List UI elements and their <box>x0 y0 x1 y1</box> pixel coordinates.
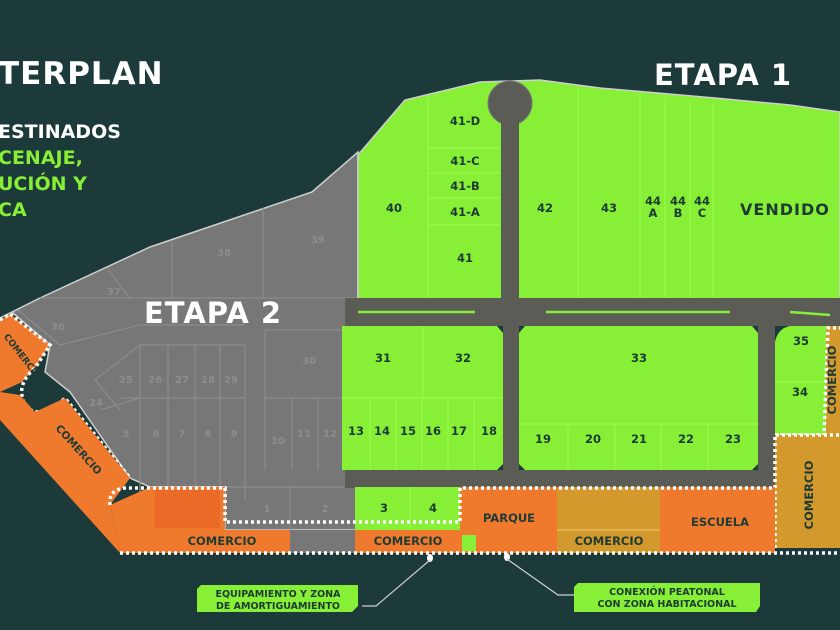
lot-4[interactable]: 4 <box>429 501 437 515</box>
lot-38[interactable]: 38 <box>217 248 231 259</box>
escuela-label: ESCUELA <box>691 515 749 529</box>
callout-conexion-line-1: CONEXIÓN PEATONAL <box>609 586 725 598</box>
lot-29[interactable]: 29 <box>224 375 238 386</box>
lot-24[interactable]: 24 <box>89 398 103 409</box>
callout-conexion-line-2: CON ZONA HABITACIONAL <box>598 599 737 610</box>
lot-1[interactable]: 1 <box>264 504 271 515</box>
lot-19[interactable]: 19 <box>535 432 551 446</box>
etapa1-north-lot-labels: 40 41-D 41-C 41-B 41-A 41 42 43 44 A 44 … <box>386 114 830 265</box>
lot-33[interactable]: 33 <box>631 351 647 365</box>
pedestrian-connection-marker <box>462 535 476 551</box>
lot-41-b[interactable]: 41-B <box>450 179 480 193</box>
callout-equipamiento: EQUIPAMIENTO Y ZONA DE AMORTIGUAMIENTO <box>197 554 433 612</box>
etapa1-north-block <box>357 79 840 301</box>
lot-44a-number[interactable]: 44 <box>645 194 661 208</box>
lot-18[interactable]: 18 <box>481 424 497 438</box>
lot-25[interactable]: 25 <box>119 375 133 386</box>
lot-42[interactable]: 42 <box>537 201 553 215</box>
callout-conexion: CONEXIÓN PEATONAL CON ZONA HABITACIONAL <box>504 553 760 612</box>
lot-44a-letter[interactable]: A <box>649 206 658 220</box>
callout-equipamiento-line-1: EQUIPAMIENTO Y ZONA <box>215 589 341 600</box>
etapa2-strip <box>290 530 355 553</box>
page-title: TERPLAN <box>0 56 164 92</box>
lot-41-a[interactable]: 41-A <box>450 205 480 219</box>
lot-22[interactable]: 22 <box>678 432 694 446</box>
zone-boundary-dots <box>108 486 840 555</box>
lot-41-d[interactable]: 41-D <box>450 114 480 128</box>
lot-34[interactable]: 34 <box>792 385 808 399</box>
etapa1-middle-lot-labels: 31 32 33 35 34 13 14 15 16 17 18 19 20 2… <box>348 334 809 446</box>
lot-44c-letter[interactable]: C <box>698 206 706 220</box>
lot-17[interactable]: 17 <box>451 424 467 438</box>
comercio-zone-west[interactable] <box>0 392 130 553</box>
lot-6[interactable]: 6 <box>153 429 160 440</box>
subtitle-line-3: UCIÓN Y <box>0 171 87 195</box>
lot-15[interactable]: 15 <box>400 424 416 438</box>
roads <box>345 80 840 490</box>
lot-41[interactable]: 41 <box>457 251 473 265</box>
lot-28[interactable]: 28 <box>201 375 215 386</box>
lot-40[interactable]: 40 <box>386 201 402 215</box>
etapa2-lot-labels: 36 37 38 39 30 25 26 27 28 29 24 5 6 7 8… <box>51 235 337 515</box>
etapa1-north-lot-lines <box>427 88 714 298</box>
lot-3[interactable]: 3 <box>380 501 388 515</box>
comercio-south-west-label: COMERCIO <box>188 534 257 548</box>
lot-44b-letter[interactable]: B <box>674 206 683 220</box>
lot-36[interactable]: 36 <box>51 322 65 333</box>
lot-11[interactable]: 11 <box>297 429 311 440</box>
lot-20[interactable]: 20 <box>585 432 601 446</box>
vendido-label: VENDIDO <box>740 200 830 219</box>
lot-5[interactable]: 5 <box>123 429 130 440</box>
comercio-lot-south-west[interactable] <box>155 490 220 528</box>
lot-37[interactable]: 37 <box>107 287 121 298</box>
lot-2[interactable]: 2 <box>322 504 329 515</box>
lot-8[interactable]: 8 <box>205 429 212 440</box>
lot-23[interactable]: 23 <box>725 432 741 446</box>
comercio-east-label: COMERCIO <box>802 460 816 529</box>
lot-31[interactable]: 31 <box>375 351 391 365</box>
lot-9[interactable]: 9 <box>231 429 238 440</box>
comercio-zone-south[interactable] <box>355 530 462 553</box>
lot-43[interactable]: 43 <box>601 201 617 215</box>
lot-41-c[interactable]: 41-C <box>450 154 479 168</box>
lot-27[interactable]: 27 <box>175 375 189 386</box>
parque-label: PARQUE <box>483 511 535 525</box>
comercio-south-label: COMERCIO <box>374 534 443 548</box>
parque-zone[interactable] <box>460 487 557 553</box>
lot-44c-number[interactable]: 44 <box>694 194 710 208</box>
lot-14[interactable]: 14 <box>374 424 390 438</box>
subtitle-line-1: ESTINADOS <box>0 121 121 143</box>
etapa1-middle-lot-lines <box>342 326 826 470</box>
lot-10[interactable]: 10 <box>271 436 285 447</box>
etapa-1-label: ETAPA 1 <box>654 58 792 92</box>
lot-35[interactable]: 35 <box>793 334 809 348</box>
etapa-2-label: ETAPA 2 <box>144 296 282 330</box>
lot-7[interactable]: 7 <box>179 429 186 440</box>
lot-16[interactable]: 16 <box>425 424 441 438</box>
road-median-lines <box>358 310 831 317</box>
subtitle-line-4: CA <box>0 199 27 221</box>
lot-39[interactable]: 39 <box>311 235 325 246</box>
escuela-zone[interactable] <box>660 487 775 553</box>
lot-44b-number[interactable]: 44 <box>670 194 686 208</box>
comercio-zone-central[interactable] <box>557 487 660 553</box>
comercio-east-upper-label: COMERCIO <box>825 345 839 414</box>
lot-32[interactable]: 32 <box>455 351 471 365</box>
lot-13[interactable]: 13 <box>348 424 364 438</box>
comercio-central-label: COMERCIO <box>575 534 644 548</box>
lot-12[interactable]: 12 <box>323 429 337 440</box>
comercio-zone-west-upper[interactable] <box>0 314 50 392</box>
comercio-zone-east-upper[interactable] <box>826 326 840 436</box>
lot-26[interactable]: 26 <box>148 375 162 386</box>
lot-21[interactable]: 21 <box>631 432 647 446</box>
lot-30[interactable]: 30 <box>302 356 316 367</box>
callout-equipamiento-line-2: DE AMORTIGUAMIENTO <box>216 601 340 612</box>
comercio-zone-east[interactable] <box>775 435 840 548</box>
subtitle-line-2: CENAJE, <box>0 147 83 169</box>
